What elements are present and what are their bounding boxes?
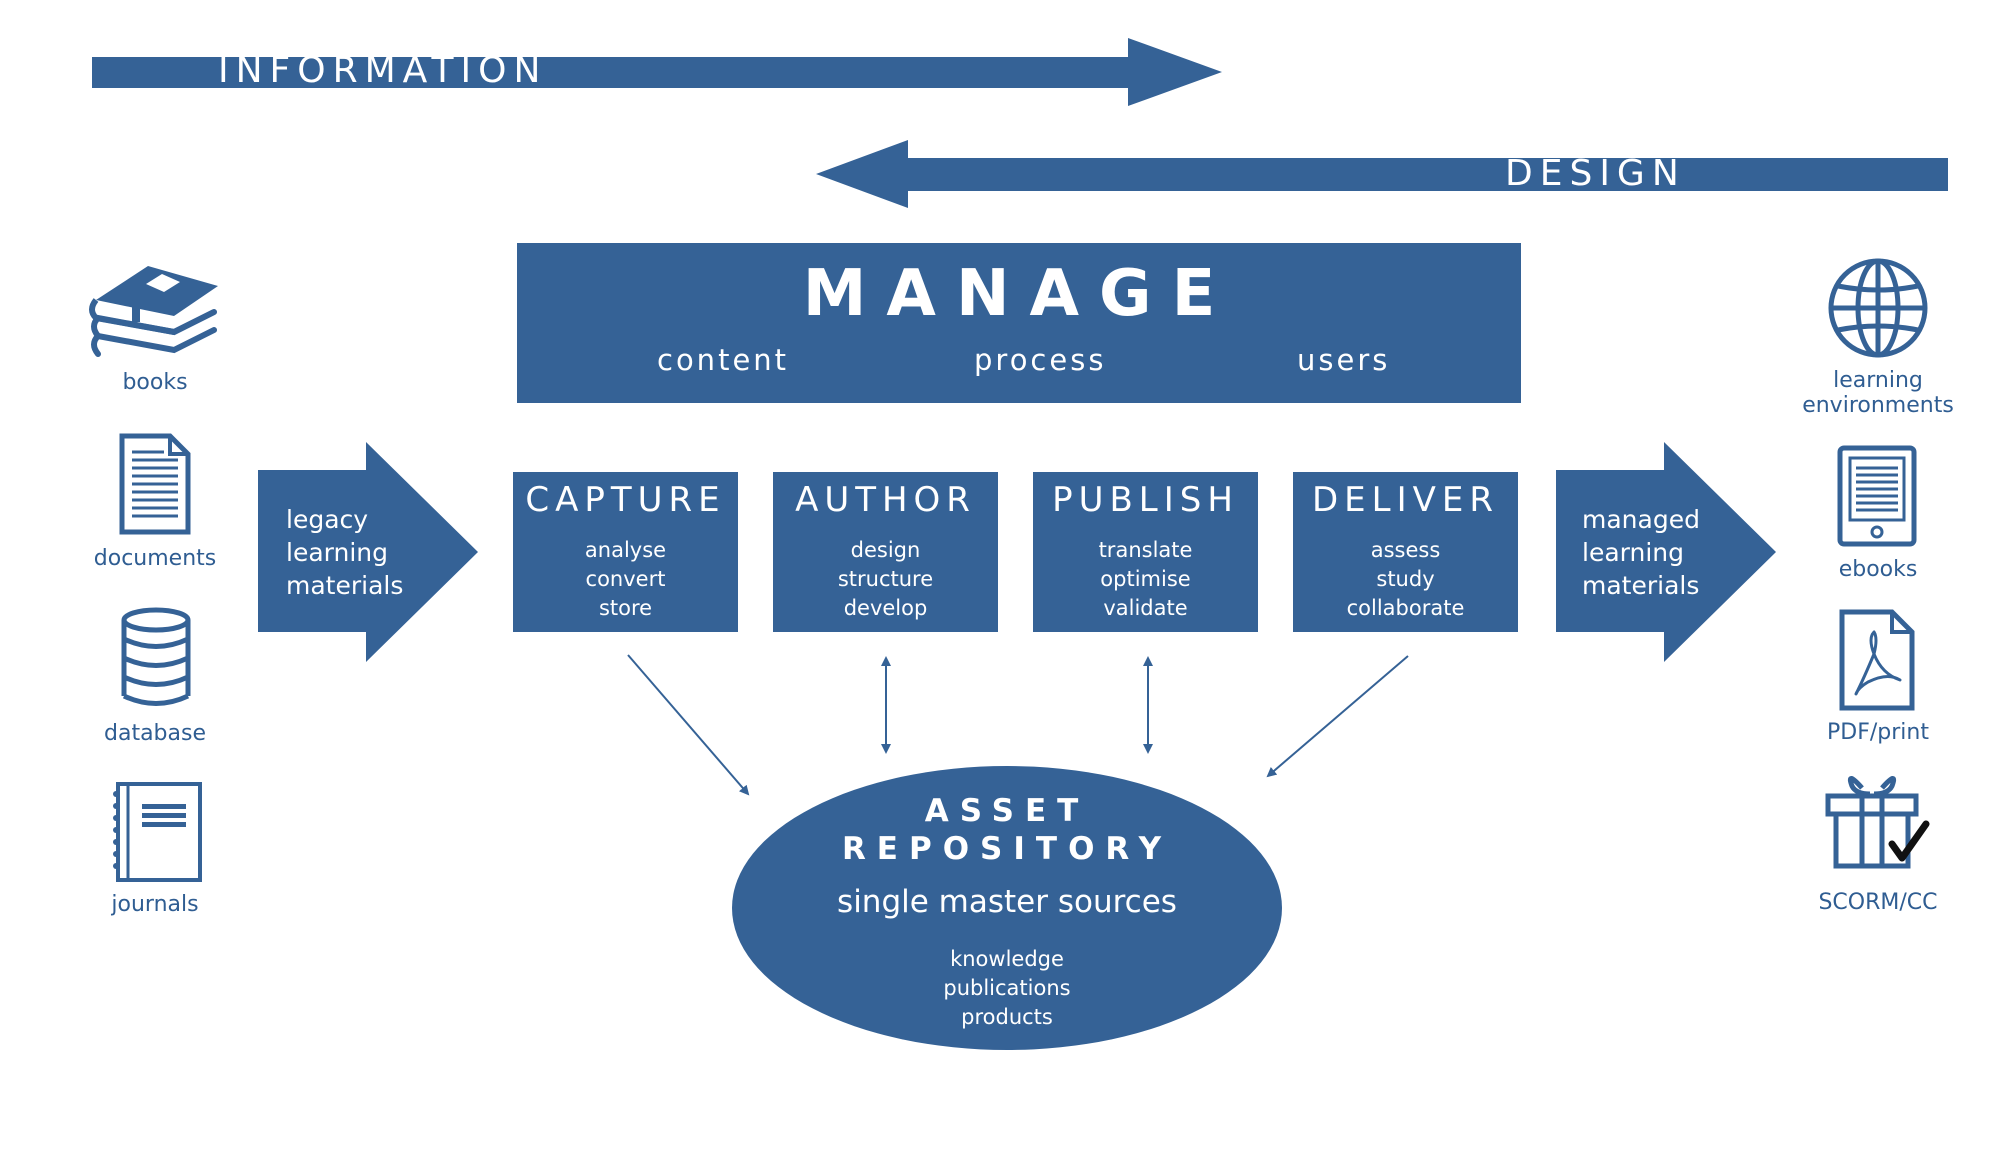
legacy-arrow-shape	[258, 442, 478, 662]
output-label-learning: learning environments	[1758, 368, 1998, 419]
input-label-books: books	[122, 370, 188, 395]
repository-ellipse	[732, 766, 1282, 1050]
repository-item: publications	[943, 976, 1071, 1000]
stage-sub: validate	[1103, 596, 1188, 620]
flow-arrows	[92, 38, 1948, 208]
globe-icon	[1828, 258, 1928, 358]
design-label: DESIGN	[1505, 153, 1686, 194]
input-label-journals: journals	[111, 892, 199, 917]
managed-arrow-text: managed learning materials	[1582, 503, 1700, 602]
input-label-database: database	[104, 721, 206, 746]
gift-check-icon	[1825, 776, 1930, 869]
information-arrow	[92, 38, 1222, 106]
stage-sub: study	[1376, 567, 1435, 591]
repository-title-2: REPOSITORY	[841, 831, 1173, 867]
deliver-connector	[1266, 655, 1409, 778]
output-label-line: PDF/print	[1827, 720, 1929, 745]
stage-sub: optimise	[1100, 567, 1191, 591]
capture-connector	[627, 654, 750, 796]
stage-deliver: DELIVER assess study collaborate	[1293, 472, 1518, 632]
output-label-pdf: PDF/print	[1758, 720, 1998, 745]
stage-sub: assess	[1370, 538, 1441, 562]
stage-title: AUTHOR	[795, 480, 976, 520]
pdf-icon	[1839, 609, 1915, 711]
stage-sub: translate	[1098, 538, 1193, 562]
manage-sub-users: users	[1297, 343, 1391, 377]
journal-icon	[113, 782, 202, 882]
stage-capture: CAPTURE analyse convert store	[513, 472, 738, 632]
output-label-line: environments	[1802, 393, 1954, 419]
stage-title: DELIVER	[1312, 480, 1499, 520]
stage-author: AUTHOR design structure develop	[773, 472, 998, 632]
repository-connectors	[627, 654, 1409, 1050]
repository-subtitle: single master sources	[837, 884, 1177, 920]
legacy-line-1: legacy	[286, 505, 369, 534]
managed-line-2: learning	[1582, 538, 1684, 567]
stage-sub: design	[850, 538, 921, 562]
output-label-scorm: SCORM/CC	[1758, 890, 1998, 915]
managed-line-3: materials	[1582, 571, 1700, 600]
stage-sub: structure	[837, 567, 934, 591]
legacy-line-3: materials	[286, 571, 404, 600]
stage-sub: develop	[843, 596, 928, 620]
stage-title: CAPTURE	[525, 480, 726, 520]
stage-sub: collaborate	[1346, 596, 1465, 620]
manage-box: MANAGE content process users	[517, 243, 1521, 403]
repository-item: knowledge	[950, 947, 1064, 971]
output-label-line: SCORM/CC	[1818, 890, 1938, 915]
legacy-line-2: learning	[286, 538, 388, 567]
managed-line-1: managed	[1582, 505, 1700, 534]
repository-items: knowledge publications products	[757, 945, 1257, 1032]
managed-arrow-shape	[1556, 442, 1776, 662]
stage-sub: convert	[585, 567, 666, 591]
document-icon	[119, 433, 191, 535]
manage-title: MANAGE	[802, 257, 1236, 331]
books-icon	[89, 266, 218, 357]
big-arrows	[258, 442, 1776, 662]
design-arrow	[816, 140, 1948, 208]
repository-title-1: ASSET	[924, 793, 1090, 829]
output-label-line: ebooks	[1838, 557, 1918, 582]
legacy-arrow-text: legacy learning materials	[286, 503, 403, 602]
ereader-icon	[1837, 445, 1917, 547]
repository-item: products	[961, 1005, 1053, 1029]
input-label-documents: documents	[93, 546, 217, 571]
output-label-line: learning	[1833, 368, 1923, 393]
stage-publish: PUBLISH translate optimise validate	[1033, 472, 1258, 632]
output-label-ebooks: ebooks	[1758, 557, 1998, 582]
stage-title: PUBLISH	[1052, 480, 1239, 520]
stage-sub: analyse	[584, 538, 667, 562]
database-icon	[121, 607, 191, 706]
manage-sub-content: content	[657, 343, 790, 377]
stage-sub: store	[598, 596, 653, 620]
manage-sub-process: process	[974, 343, 1107, 377]
information-label: INFORMATION	[218, 50, 548, 91]
